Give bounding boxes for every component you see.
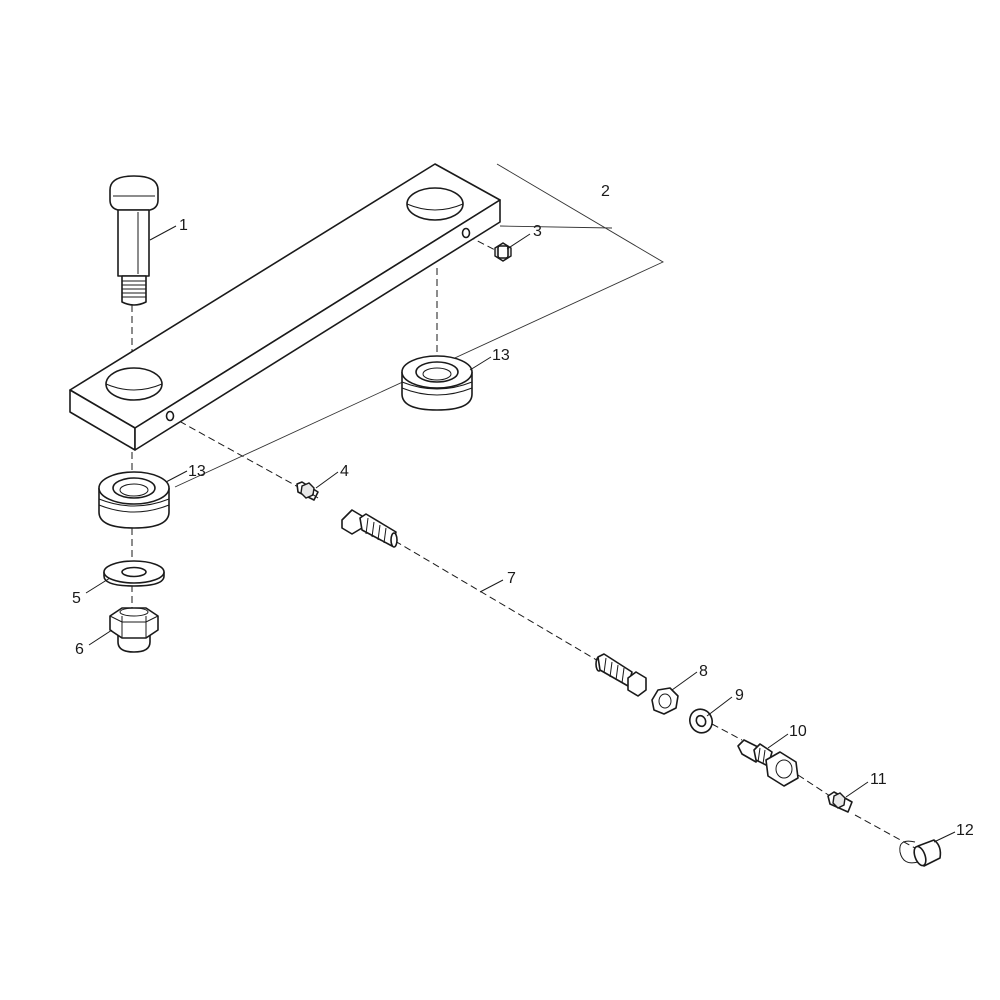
bearing-13l-ball: [112, 477, 156, 499]
callout-3: 3: [533, 223, 542, 240]
bearing-13u-bore: [422, 367, 452, 381]
nut-part-8: [651, 687, 679, 715]
leader-10: [767, 733, 789, 749]
bolt-thread-lines: [122, 280, 146, 298]
adapter-10-bore: [775, 759, 793, 779]
leader-9: [706, 696, 733, 717]
cap-12-face: [913, 845, 927, 867]
axis-hose-line-d: [797, 774, 831, 797]
bar-hole-left-inner: [105, 383, 163, 391]
nut-6-chamfer: [109, 615, 159, 623]
cap-12-strap: [899, 840, 919, 864]
callout-labels: 1 2 3 4 5 6 7 8 9 10 11 12 13 13: [72, 183, 974, 839]
bar-hole-right: [406, 187, 464, 221]
bearing-13u-groove-1: [401, 381, 473, 390]
bolt-thread: [121, 275, 147, 306]
callout-7: 7: [507, 570, 516, 587]
callout-13-upper: 13: [492, 347, 510, 364]
nut-8-hex: [651, 687, 679, 715]
leader-13-upper: [469, 356, 492, 371]
hose-part-7-end-right: [595, 653, 647, 697]
bolt-shank: [117, 209, 150, 277]
bar-side-face: [134, 199, 501, 451]
leader-3: [506, 233, 531, 250]
bearing-part-13-lower: [98, 471, 170, 529]
callout-11: 11: [870, 771, 887, 788]
hose-right-hex: [627, 671, 647, 697]
fitting-4-hex: [300, 482, 315, 499]
bearing-part-13-upper: [401, 355, 473, 411]
fitting-part-11: [827, 791, 853, 813]
callout-12: 12: [956, 822, 974, 839]
leader-12: [933, 831, 956, 843]
bearing-13u-groove-2: [401, 387, 473, 396]
axis-hose-line-c: [711, 723, 743, 741]
callout-13-lower: 13: [188, 463, 206, 480]
washer-part-5: [103, 560, 165, 587]
nut-6-bore: [119, 607, 149, 617]
nut-8-bore: [658, 693, 672, 709]
leader-5: [85, 577, 111, 594]
axis-hose-line-b: [394, 540, 601, 663]
bar-hole-left: [105, 367, 163, 401]
fitting-part-4: [296, 481, 319, 501]
bolt-part-1: [109, 175, 159, 306]
washer-5-hole: [121, 566, 147, 578]
fitting-11-hex: [832, 792, 846, 809]
hose-right-sleeve: [597, 653, 633, 687]
callout-10: 10: [789, 723, 807, 740]
nut-6-hex: [109, 607, 159, 639]
adapter-part-10: [737, 739, 799, 787]
leader-lines: [85, 225, 956, 843]
assembly-axes: [131, 235, 916, 849]
bearing-13l-bore: [119, 483, 149, 497]
washer-part-9: [689, 708, 713, 734]
bracket-line-inner: [499, 225, 613, 229]
leader-11: [845, 781, 869, 798]
link-bar: [69, 163, 501, 451]
cap-part-12: [899, 839, 942, 867]
callout-1: 1: [179, 217, 188, 234]
nut-part-6: [109, 607, 159, 653]
bracket-line-outer: [174, 163, 664, 488]
leader-4: [315, 471, 339, 489]
callout-9: 9: [735, 687, 744, 704]
bar-hole-right-inner: [406, 203, 464, 211]
hose-left-knurl: [365, 517, 387, 544]
leader-13-lower: [165, 470, 188, 483]
bearing-13l-groove-1: [98, 498, 170, 507]
bolt-head: [109, 175, 159, 211]
leader-7: [479, 579, 504, 593]
callout-8: 8: [699, 663, 708, 680]
callout-5: 5: [72, 590, 81, 607]
axis-hose-line-e: [854, 814, 916, 849]
fitting-4-tip: [311, 493, 319, 499]
bearing-13l-groove-2: [98, 504, 170, 513]
bar-grease-port-left: [165, 410, 175, 422]
leader-8: [671, 671, 698, 691]
adapter-10-thread-lines: [757, 747, 766, 765]
grease-fitting-part-3: [494, 242, 512, 262]
washer-9-hole: [695, 714, 707, 728]
hose-left-hex: [341, 509, 363, 535]
bar-grease-port-right: [461, 227, 471, 239]
axis-hose-line-a: [169, 415, 301, 489]
hose-left-end: [390, 532, 398, 548]
callout-2: 2: [601, 183, 610, 200]
bearing-13u-ball: [415, 361, 459, 383]
leader-1: [149, 225, 177, 241]
adapter-10-hex: [765, 751, 799, 787]
leader-6: [88, 629, 113, 646]
hose-part-7-end-left: [341, 509, 398, 548]
callout-4: 4: [340, 463, 349, 480]
fitting-3-body: [497, 245, 509, 259]
hose-right-knurl: [603, 657, 625, 684]
callout-6: 6: [75, 641, 84, 658]
bracket-2: [174, 163, 664, 488]
